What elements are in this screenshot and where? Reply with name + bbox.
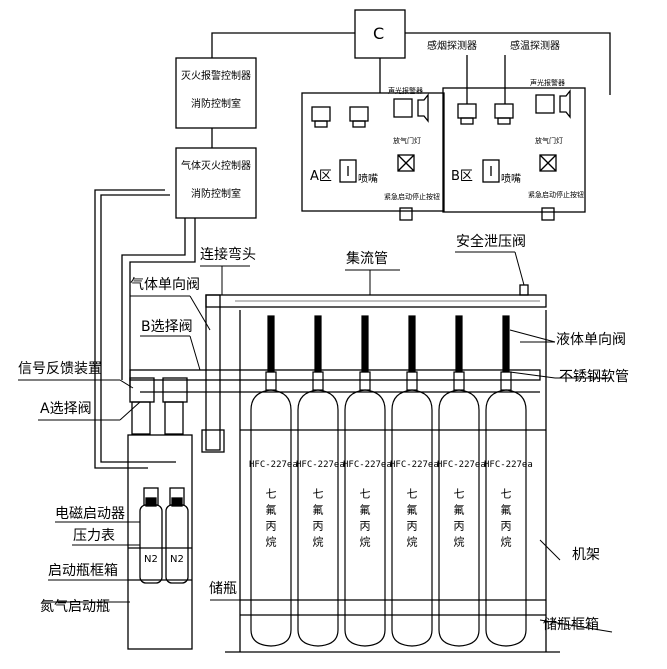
storage-cyl-label: 储瓶 [209,581,237,597]
liquid-check-valve-label: 液体单向阀 [556,332,626,348]
stainless-hose-label: 不锈钢软管 [559,369,629,385]
storage-cylinder [297,389,339,647]
cylinder-agent-label: 七氟丙烷 [499,488,512,552]
fire-alarm-controller-label: 灭火报警控制器 [181,71,251,82]
gas-controller-box [175,147,257,219]
stainless-hose [455,315,463,373]
safety-valve-label: 安全泄压阀 [456,234,526,250]
stainless-hose [502,315,510,373]
cylinder-valve [500,371,512,391]
cylinder-valve [406,371,418,391]
cylinder-agent-label: 七氟丙烷 [264,488,277,552]
storage-cylinder [250,389,292,647]
gas-room-label: 消防控制室 [191,189,241,200]
cylinder-model-label: HFC-227ea [249,460,298,470]
cylinder-model-label: HFC-227ea [296,460,345,470]
cylinder-valve [359,371,371,391]
zone-b-smoke-detector-label: 感烟探测器 [427,41,477,52]
stainless-hose [408,315,416,373]
wire-c-to-fire-controller [211,32,355,58]
nitrogen-label-1: N2 [144,554,158,565]
zone-a-release-light-label: 放气门灯 [393,137,421,145]
collector-pipe [129,369,541,381]
pressure-gauge-label: 压力表 [73,528,115,544]
cylinder-model-label: HFC-227ea [437,460,486,470]
zone-a-box [301,92,445,212]
cylinder-agent-label: 七氟丙烷 [405,488,418,552]
zone-b-release-light-label: 放气门灯 [535,137,563,145]
cylinder-agent-label: 七氟丙烷 [452,488,465,552]
zone-a-sound-light-label: 声光报警器 [388,87,423,95]
zone-b-emergency-label: 紧急启动停止按钮 [528,191,584,199]
zone-a-nozzle-label: 喷嘴 [358,174,378,185]
start-cyl-rack-label: 启动瓶框箱 [48,563,118,579]
b-selector-label: B选择阀 [141,319,193,335]
cylinder-agent-label: 七氟丙烷 [311,488,324,552]
storage-cylinder [344,389,386,647]
wire-c-to-zone-b [405,32,611,95]
frame-label: 机架 [572,547,600,563]
control-box-symbol: C [373,24,385,43]
zone-b-label: B区 [451,169,473,184]
zone-b-temp-detector-label: 感温探测器 [510,41,560,52]
a-selector-label: A选择阀 [40,401,92,417]
cylinder-valve [265,371,277,391]
nitrogen-label-2: N2 [170,554,184,565]
signal-feedback-label: 信号反馈装置 [18,361,102,377]
cylinder-agent-label: 七氟丙烷 [358,488,371,552]
stainless-hose [361,315,369,373]
zone-a-emergency-label: 紧急启动停止按钮 [384,193,440,201]
zone-b-sound-light-label: 声光报警器 [530,79,565,87]
nitrogen-cyl-label: 氮气启动瓶 [40,599,110,615]
cylinder-model-label: HFC-227ea [484,460,533,470]
zone-a-label: A区 [310,169,332,184]
storage-cylinder [391,389,433,647]
cylinder-model-label: HFC-227ea [343,460,392,470]
storage-rack-label: 储瓶框箱 [543,617,599,633]
cylinder-valve [453,371,465,391]
storage-cylinder [438,389,480,647]
manifold-label: 集流管 [346,251,388,267]
fire-alarm-controller-box [175,57,257,129]
storage-cylinder [485,389,527,647]
cylinder-model-label: HFC-227ea [390,460,439,470]
solenoid-actuator-label: 电磁启动器 [55,506,125,522]
stainless-hose [314,315,322,373]
cylinder-valve [312,371,324,391]
fire-alarm-room-label: 消防控制室 [191,99,241,110]
connection-elbow-label: 连接弯头 [200,247,256,263]
zone-b-box [442,87,586,213]
start-cylinder-rack [127,434,193,650]
stainless-hose [267,315,275,373]
gas-check-valve-label: 气体单向阀 [130,277,200,293]
zone-b-nozzle-label: 喷嘴 [501,174,521,185]
gas-controller-label: 气体灭火控制器 [181,161,251,172]
